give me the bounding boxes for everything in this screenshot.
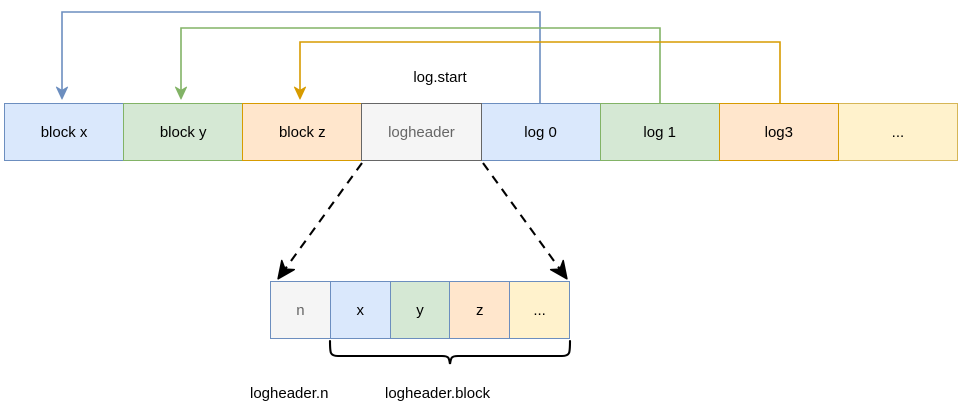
detail-cell-label: x bbox=[356, 301, 364, 319]
memory-cell-label: ... bbox=[891, 123, 905, 141]
memory-layout-row: block x block y block z logheader log 0 … bbox=[4, 103, 958, 161]
memory-cell-label: logheader bbox=[388, 123, 455, 141]
memory-cell-label: block z bbox=[278, 123, 326, 141]
expansion-link-left bbox=[283, 162, 363, 272]
detail-cell-ellipsis[interactable]: ... bbox=[509, 281, 570, 339]
memory-cell-label: block y bbox=[159, 123, 207, 141]
connector-log0-to-blockx bbox=[55, 11, 541, 103]
memory-cell-block-x[interactable]: block x bbox=[4, 103, 125, 161]
detail-cell-label: ... bbox=[533, 301, 546, 319]
logheader-block-brace bbox=[328, 339, 572, 365]
memory-cell-label: log 0 bbox=[524, 123, 557, 141]
memory-cell-log-3[interactable]: log3 bbox=[718, 103, 839, 161]
memory-cell-ellipsis[interactable]: ... bbox=[837, 103, 958, 161]
memory-cell-log-0[interactable]: log 0 bbox=[480, 103, 601, 161]
memory-cell-label: block x bbox=[40, 123, 88, 141]
log-start-label: log.start bbox=[413, 69, 467, 86]
detail-cell-label: z bbox=[476, 301, 484, 319]
detail-cell-x[interactable]: x bbox=[329, 281, 391, 339]
logheader-n-label: logheader.n bbox=[250, 385, 329, 402]
detail-cell-label: n bbox=[296, 301, 305, 319]
memory-cell-block-y[interactable]: block y bbox=[123, 103, 244, 161]
detail-cell-label: y bbox=[416, 301, 424, 319]
connector-log1-to-blocky bbox=[174, 27, 661, 103]
memory-cell-log-1[interactable]: log 1 bbox=[599, 103, 720, 161]
expansion-link-right bbox=[482, 162, 562, 272]
memory-cell-label: log3 bbox=[764, 123, 793, 141]
detail-cell-y[interactable]: y bbox=[389, 281, 451, 339]
memory-cell-label: log 1 bbox=[643, 123, 676, 141]
memory-cell-logheader[interactable]: logheader bbox=[361, 103, 482, 161]
detail-cell-n[interactable]: n bbox=[270, 281, 331, 339]
memory-cell-block-z[interactable]: block z bbox=[242, 103, 363, 161]
logheader-detail-row: n x y z ... bbox=[270, 281, 570, 339]
detail-cell-z[interactable]: z bbox=[449, 281, 511, 339]
logheader-block-label: logheader.block bbox=[385, 385, 491, 402]
